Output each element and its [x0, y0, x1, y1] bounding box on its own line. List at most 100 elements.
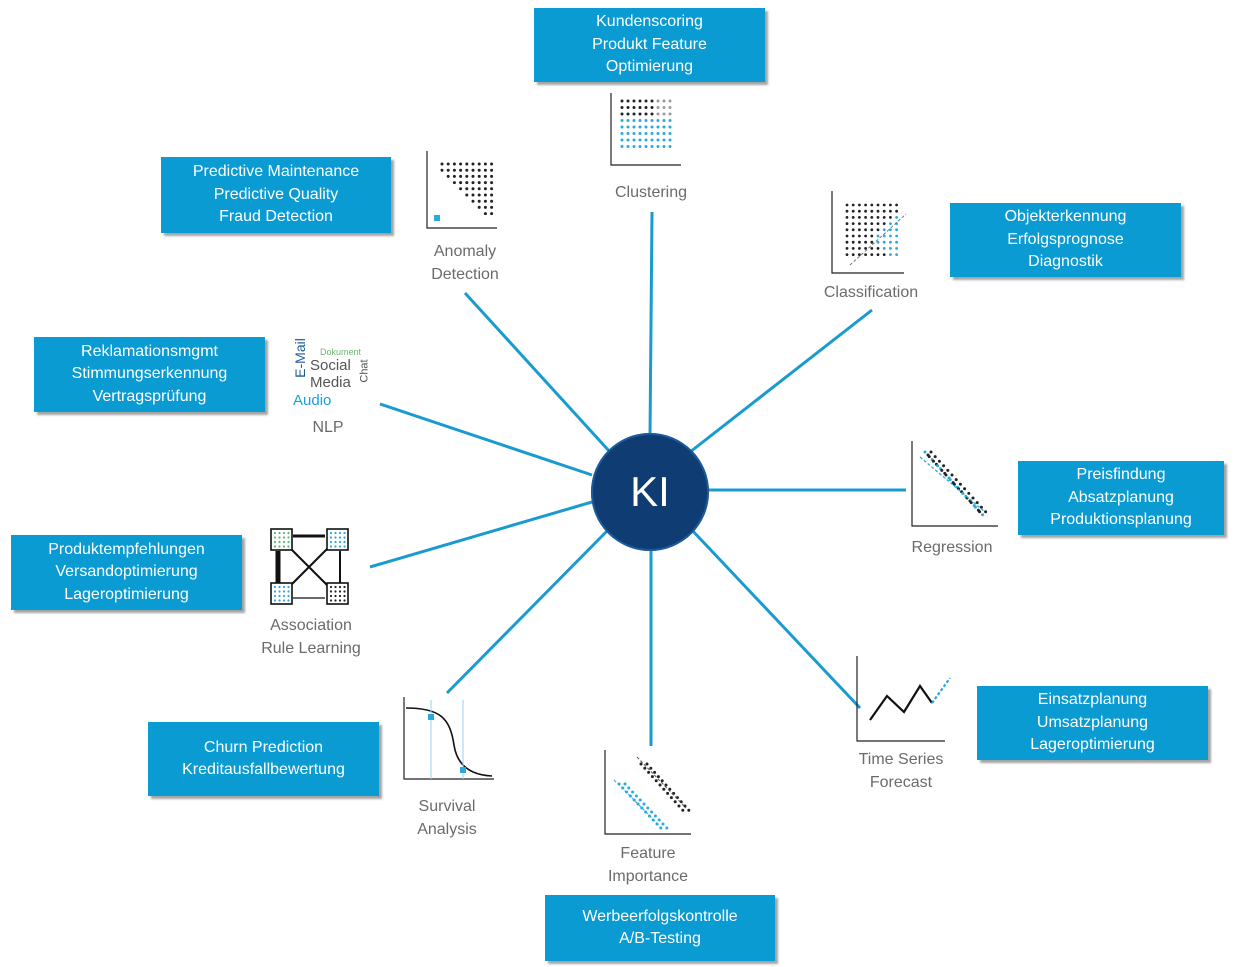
- anomaly-dot-icon: [459, 162, 463, 166]
- timeseries-axes-icon: [856, 656, 945, 742]
- classification-usecases-box: Objekterkennung Erfolgsprognose Diagnost…: [950, 203, 1181, 277]
- association-node-dot-icon: [334, 545, 337, 548]
- anomaly-dot-icon: [471, 187, 475, 191]
- association-node-dot-icon: [338, 540, 342, 544]
- anomaly-dot-icon: [465, 162, 469, 166]
- association-node-dot-icon: [329, 594, 333, 598]
- feature-dot-icon: [687, 808, 691, 812]
- clustering-dot-icon: [650, 112, 654, 116]
- clustering-dot-icon: [620, 119, 624, 122]
- nlp-connector-line: [379, 402, 593, 477]
- classification-dot-icon: [845, 228, 849, 232]
- anomaly-dot-icon: [452, 162, 456, 166]
- anomaly-dot-icon: [490, 162, 494, 166]
- regression-usecase-3: Produktionsplanung: [1050, 511, 1192, 529]
- anomaly-label-line-1: Anomaly: [433, 243, 497, 260]
- anomaly-dot-icon: [483, 162, 487, 166]
- clustering-usecase-3: Optimierung: [605, 58, 694, 76]
- regression-dot-icon: [936, 464, 940, 468]
- classification-dot-icon: [851, 209, 855, 213]
- association-node-dot-icon: [282, 590, 286, 593]
- feature-usecases-box: Werbeerfolgskontrolle A/B-Testing: [545, 895, 775, 961]
- feature-dot-icon: [645, 762, 649, 766]
- clustering-dot-icon: [668, 145, 672, 148]
- classification-dot-icon: [845, 240, 849, 244]
- timeseries-connector-line: [688, 526, 862, 710]
- anomaly-dot-icon: [459, 187, 463, 191]
- association-node-dot-icon: [273, 545, 277, 548]
- feature-line-icon: [613, 779, 661, 827]
- clustering-dot-icon: [644, 145, 648, 148]
- anomaly-dot-icon: [483, 181, 487, 185]
- feature-line-icon: [636, 756, 687, 809]
- anomaly-dot-icon: [477, 162, 481, 166]
- association-node-dot-icon: [278, 599, 281, 602]
- association-node-dot-icon: [278, 590, 281, 593]
- classification-dot-icon: [882, 247, 886, 250]
- regression-label: Regression: [912, 537, 993, 560]
- regression-dot-icon: [948, 478, 952, 482]
- anomaly-dot-icon: [490, 193, 494, 197]
- anomaly-dot-icon: [477, 187, 481, 191]
- clustering-dot-icon: [644, 119, 648, 122]
- nlp-word-social: Social: [310, 357, 351, 374]
- classification-dot-icon: [882, 222, 886, 226]
- anomaly-usecases-box: Predictive Maintenance Predictive Qualit…: [161, 157, 391, 233]
- association-node-dot-icon: [329, 545, 333, 548]
- regression-dot-icon: [963, 487, 967, 491]
- clustering-dot-icon: [638, 99, 642, 103]
- classification-dot-icon: [845, 203, 849, 207]
- classification-dot-icon: [876, 240, 880, 244]
- association-node-dot-icon: [287, 599, 290, 602]
- association-node-dot-icon: [334, 599, 337, 602]
- regression-dot-icon: [937, 459, 941, 463]
- anomaly-dot-icon: [477, 168, 481, 172]
- association-node-dot-icon: [343, 599, 346, 602]
- clustering-dot-icon: [656, 119, 660, 122]
- anomaly-dot-icon: [471, 162, 475, 166]
- clustering-dot-icon: [638, 138, 642, 142]
- association-node-dot-icon: [329, 536, 333, 539]
- association-node-dot-icon: [338, 590, 342, 593]
- classification-dot-icon: [895, 240, 898, 244]
- nlp-usecase-3: Vertragsprüfung: [92, 387, 207, 405]
- classification-dot-icon: [845, 253, 849, 256]
- classification-dot-icon: [882, 216, 886, 219]
- regression-dot-icon: [952, 482, 956, 486]
- feature-usecase-1: Werbeerfolgskontrolle: [582, 907, 738, 925]
- association-node-icon: [270, 528, 293, 551]
- clustering-dot-icon: [620, 99, 624, 103]
- clustering-dot-icon: [662, 145, 666, 148]
- clustering-dot-icon: [638, 106, 642, 109]
- anomaly-dot-icon: [471, 174, 475, 178]
- regression-dot-icon: [944, 473, 948, 477]
- anomaly-dot-icon: [471, 181, 475, 185]
- classification-dot-icon: [889, 253, 892, 256]
- regression-usecase-2: Absatzplanung: [1068, 488, 1174, 506]
- classification-dot-icon: [858, 216, 861, 219]
- nlp-usecase-1: Reklamationsmgmt: [81, 342, 218, 360]
- association-usecase-1: Produktempfehlungen: [48, 540, 205, 558]
- classification-dot-icon: [870, 228, 874, 232]
- regression-dot-icon: [967, 491, 971, 495]
- classification-dot-icon: [864, 234, 867, 238]
- clustering-dot-icon: [656, 145, 660, 148]
- feature-usecase-2: A/B-Testing: [619, 930, 701, 947]
- feature-dot-icon: [639, 762, 643, 766]
- classification-dot-icon: [870, 203, 874, 207]
- clustering-dot-icon: [644, 125, 648, 129]
- clustering-dot-icon: [650, 106, 654, 109]
- feature-dot-icon: [631, 790, 635, 794]
- classification-dot-icon: [889, 203, 892, 207]
- clustering-dot-icon: [626, 119, 630, 122]
- clustering-dot-icon: [638, 112, 642, 116]
- nlp-word-icon: E-Mail Dokument Social Media Chat Audio: [290, 338, 380, 412]
- association-node-dot-icon: [329, 540, 333, 544]
- clustering-dot-icon: [632, 119, 636, 122]
- anomaly-dot-icon: [471, 168, 475, 172]
- clustering-dot-icon: [650, 125, 654, 129]
- nlp-word-audio: Audio: [293, 392, 332, 409]
- association-node-dot-icon: [273, 536, 277, 539]
- classification-dot-icon: [864, 228, 867, 232]
